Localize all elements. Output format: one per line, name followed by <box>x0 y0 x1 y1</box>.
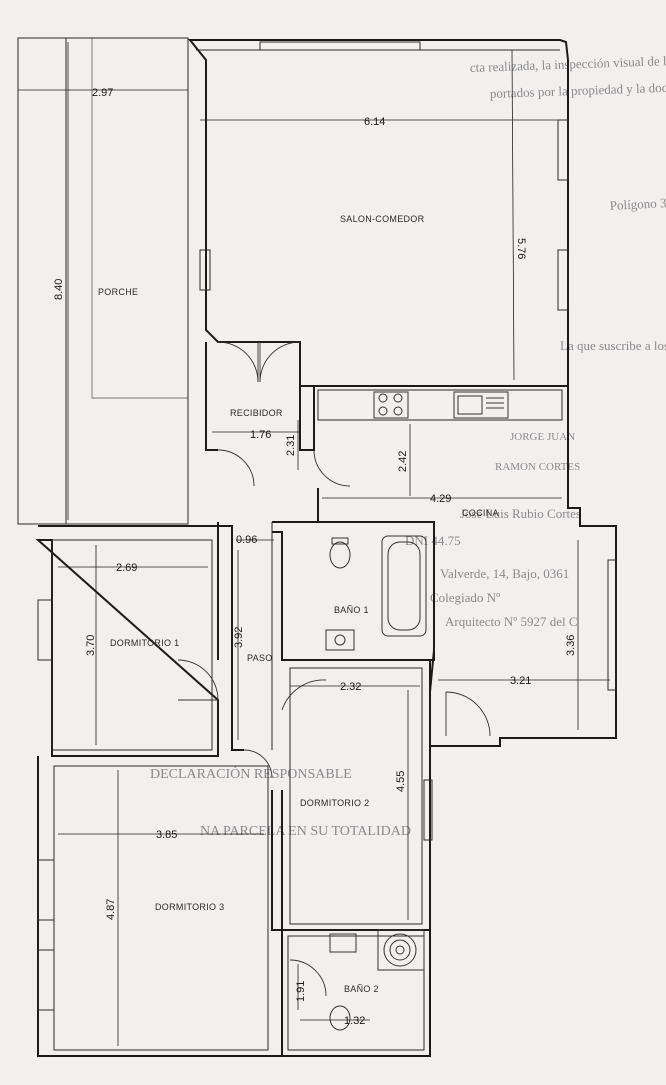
room-label-salon: SALON-COMEDOR <box>340 214 425 224</box>
dim-cocina-lower-width: 3.21 <box>510 675 531 687</box>
room-label-dormitorio3: DORMITORIO 3 <box>155 902 224 912</box>
bg-line-10: Colegiado Nº <box>430 590 500 605</box>
dim-bano2-width: 1.32 <box>344 1015 365 1027</box>
shower-tray-icon <box>377 929 425 971</box>
room-label-bano1: BAÑO 1 <box>334 605 369 615</box>
dormitorio-2 <box>281 659 433 931</box>
bg-line-11: Arquitecto Nº 5927 del C <box>445 614 578 629</box>
recibidor-area <box>205 342 351 487</box>
salon-comedor <box>187 39 569 387</box>
porche-outline <box>17 37 189 525</box>
bg-line-5: JORGE JUAN <box>510 431 575 443</box>
dim-cocina-lower-height: 3.36 <box>565 635 577 656</box>
bg-line-12: DECLARACIÓN RESPONSABLE <box>150 765 352 782</box>
bg-line-3: Polígono 3, Parcela 105 de la localidad … <box>609 187 666 213</box>
hob-icon <box>373 391 409 419</box>
dim-cocina-width: 4.29 <box>430 493 451 505</box>
dim-dorm2-width: 2.32 <box>340 681 361 693</box>
bg-line-9: Valverde, 14, Bajo, 0361 <box>440 566 569 581</box>
toilet-2-icon <box>329 1005 351 1031</box>
bg-line-6: RAMON CORTES <box>495 461 580 473</box>
dormitorio-1 <box>35 525 219 757</box>
bg-line-13: NA PARCELA EN SU TOTALIDAD <box>200 824 411 839</box>
room-label-porche: PORCHE <box>98 287 138 297</box>
kitchen-counter <box>317 389 563 421</box>
dim-porche-width: 2.97 <box>92 87 113 99</box>
dim-dorm3-height: 4.87 <box>105 899 117 920</box>
dim-paso-height: 3.92 <box>233 627 245 648</box>
dim-dorm2-height: 4.55 <box>395 771 407 792</box>
dim-salon-height: 5.76 <box>515 238 527 259</box>
bg-line-7: José Luis Rubio Cortes <box>460 506 581 521</box>
dim-dorm3-width: 3.85 <box>156 829 177 841</box>
room-label-dormitorio2: DORMITORIO 2 <box>300 798 369 808</box>
dim-paso-width: 0.96 <box>236 534 257 546</box>
bano-2 <box>282 929 431 1057</box>
dim-dorm1-width: 2.69 <box>116 562 137 574</box>
dim-recibidor-width: 1.76 <box>250 429 271 441</box>
dormitorio-3 <box>37 756 283 1057</box>
toilet-icon <box>329 541 351 569</box>
bg-line-8: DNI 44.75 <box>405 533 461 548</box>
bg-line-4: La que suscribe a los efectos <box>560 338 666 353</box>
porche-area <box>17 37 189 525</box>
dim-salon-width: 6.14 <box>364 116 385 128</box>
dim-recibidor-height: 2.31 <box>285 435 297 456</box>
background-document-text: cta realizada, la inspección visual de l… <box>150 50 666 839</box>
dim-cocina-height: 2.42 <box>397 451 409 472</box>
paso-corridor <box>217 522 327 779</box>
dim-porche-height: 8.40 <box>53 279 65 300</box>
dim-bano2-height: 1.91 <box>295 981 307 1002</box>
dim-dorm1-height: 3.70 <box>85 635 97 656</box>
bg-line-2: portados por la propiedad y la documenta… <box>490 78 666 101</box>
room-label-paso: PASO <box>247 653 273 663</box>
washbasin-icon <box>325 629 355 651</box>
room-label-recibidor: RECIBIDOR <box>230 408 283 418</box>
washbasin-2-icon <box>329 933 357 953</box>
bathtub-icon <box>381 535 427 637</box>
room-label-bano2: BAÑO 2 <box>344 984 379 994</box>
salon-entrance-door <box>217 341 301 383</box>
room-label-cocina: COCINA <box>462 508 499 518</box>
room-label-dormitorio1: DORMITORIO 1 <box>110 638 179 648</box>
sink-icon <box>453 391 509 419</box>
